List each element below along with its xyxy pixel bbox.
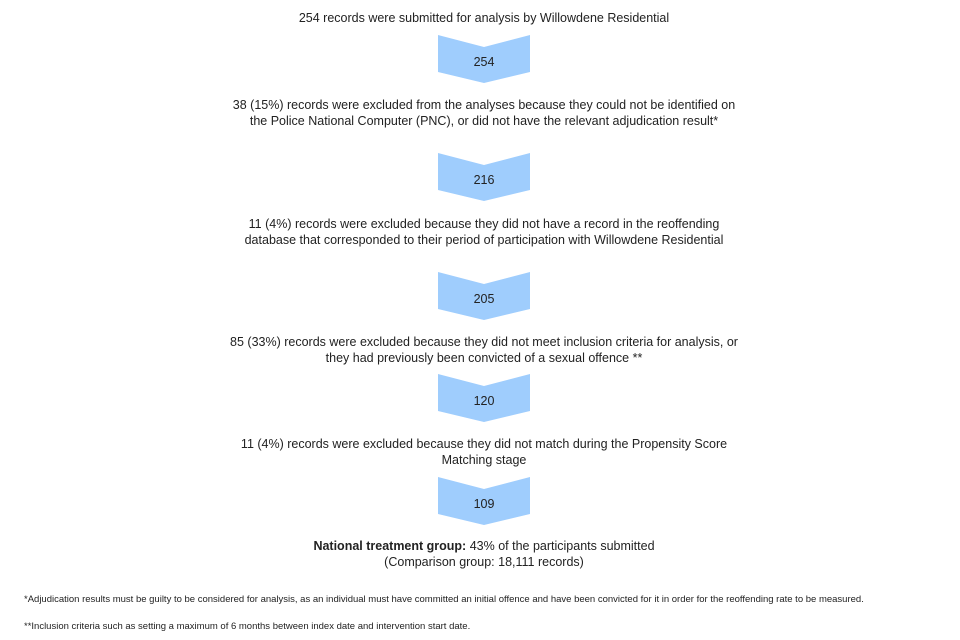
arrow-chevron-3: 205 bbox=[438, 272, 530, 320]
step-2-count: 216 bbox=[473, 173, 495, 187]
step-5-text: 11 (4%) records were excluded because th… bbox=[240, 437, 728, 467]
comparison-group: (Comparison group: 18,111 records) bbox=[384, 555, 584, 569]
step-2-text: 38 (15%) records were excluded from the … bbox=[232, 98, 736, 128]
step-1-text: 254 records were submitted for analysis … bbox=[298, 11, 670, 25]
result-block: National treatment group: 43% of the par… bbox=[180, 538, 788, 570]
result-value: 43% of the participants submitted bbox=[466, 539, 655, 553]
step-3-count: 205 bbox=[473, 292, 495, 306]
result-label: National treatment group: bbox=[313, 539, 467, 553]
footnote-2: **Inclusion criteria such as setting a m… bbox=[24, 621, 471, 632]
step-1-count: 254 bbox=[473, 55, 495, 69]
arrow-chevron-2: 216 bbox=[438, 153, 530, 201]
arrow-chevron-1: 254 bbox=[438, 35, 530, 83]
arrow-chevron-5: 109 bbox=[438, 477, 530, 525]
footnote-1: *Adjudication results must be guilty to … bbox=[24, 594, 864, 605]
step-3-text: 11 (4%) records were excluded because th… bbox=[244, 217, 724, 247]
step-4-count: 120 bbox=[473, 394, 495, 408]
step-5-count: 109 bbox=[473, 497, 495, 511]
step-4-text: 85 (33%) records were excluded because t… bbox=[230, 335, 738, 365]
arrow-chevron-4: 120 bbox=[438, 374, 530, 422]
